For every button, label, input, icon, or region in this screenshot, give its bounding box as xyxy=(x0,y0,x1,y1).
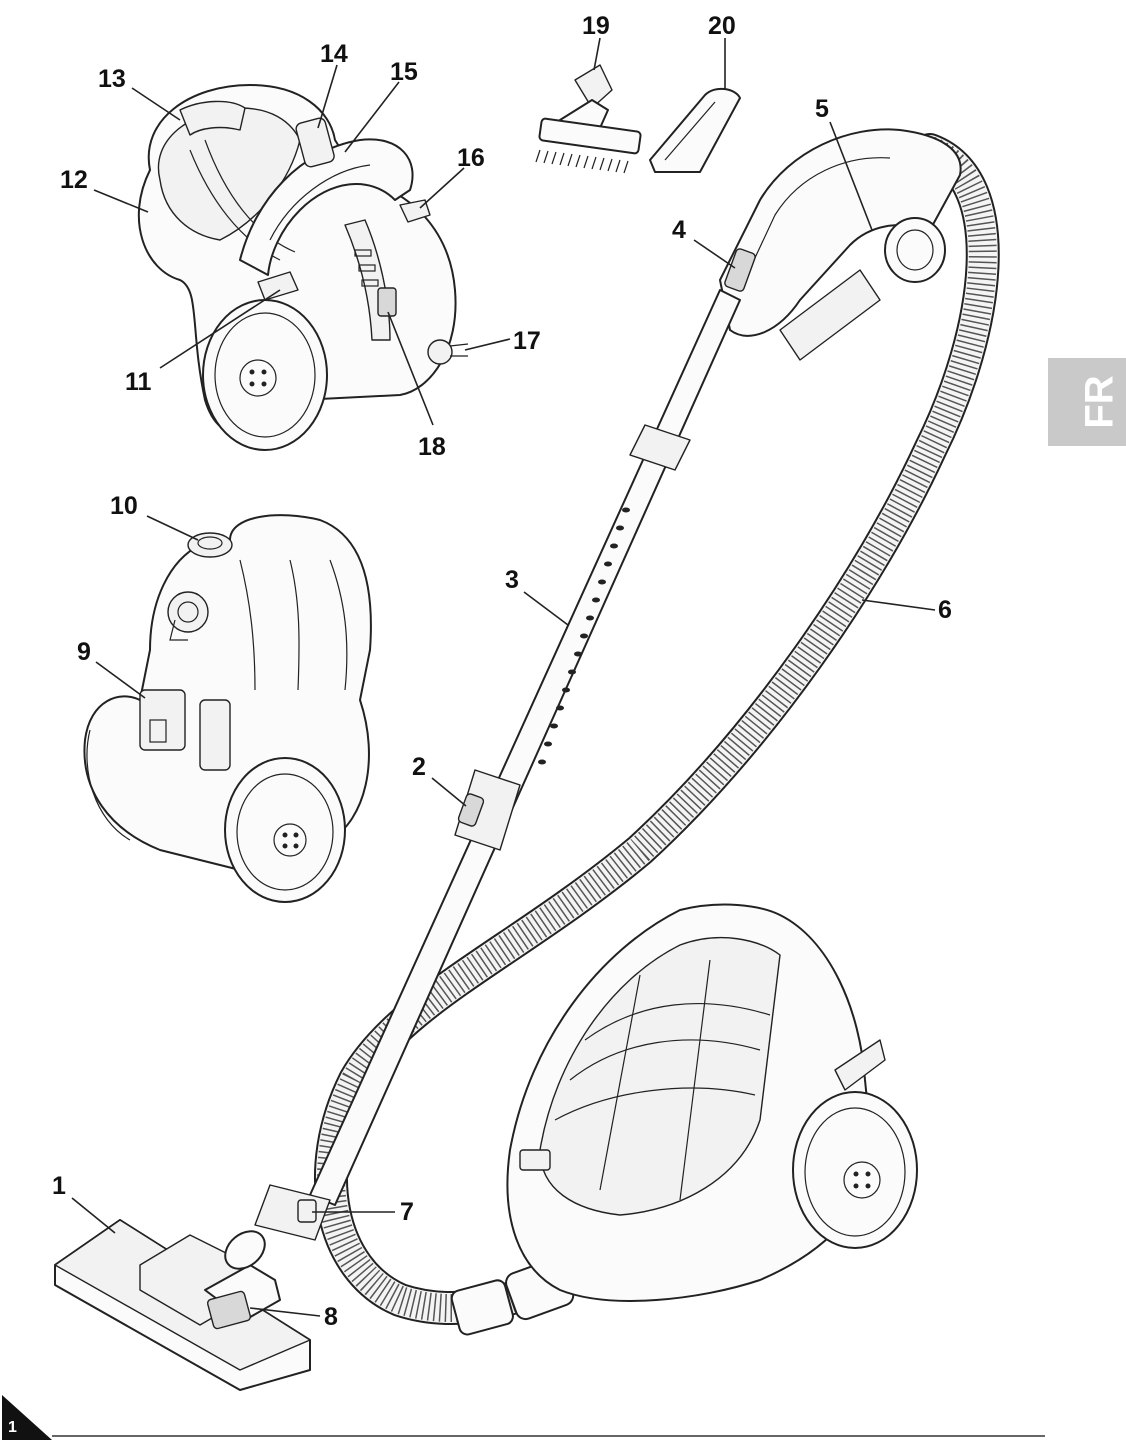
leader-lines xyxy=(71,37,936,1317)
callout-6: 6 xyxy=(938,596,952,624)
callout-13: 13 xyxy=(98,65,126,93)
callout-18: 18 xyxy=(418,433,446,461)
callout-1: 1 xyxy=(52,1172,66,1200)
callout-12: 12 xyxy=(60,166,88,194)
callout-16: 16 xyxy=(457,144,485,172)
figure-badge-number: 1 xyxy=(8,1419,17,1436)
callout-5: 5 xyxy=(815,95,829,123)
callout-11: 11 xyxy=(125,368,152,396)
callout-3: 3 xyxy=(505,566,519,594)
callout-19: 19 xyxy=(582,12,610,40)
callout-2: 2 xyxy=(412,753,426,781)
accessories-illustration xyxy=(535,64,741,174)
canister-body-illustration xyxy=(506,903,918,1302)
callout-17: 17 xyxy=(513,327,541,355)
callout-labels: 1 2 3 4 5 6 7 8 9 10 11 12 13 14 15 16 1… xyxy=(52,12,952,1331)
callout-14: 14 xyxy=(320,40,348,68)
callout-15: 15 xyxy=(390,58,418,86)
hose-illustration xyxy=(313,128,1000,1336)
floor-nozzle-illustration xyxy=(54,1219,311,1391)
callout-7: 7 xyxy=(400,1198,414,1226)
figure-badge: 1 xyxy=(2,1395,52,1440)
vacuum-back-view-illustration xyxy=(83,514,372,903)
language-tab-label: FR xyxy=(1078,375,1122,428)
language-tab: FR xyxy=(1048,358,1126,446)
callout-20: 20 xyxy=(708,12,736,40)
telescopic-tube-illustration xyxy=(254,289,741,1241)
callout-10: 10 xyxy=(110,492,138,520)
callout-4: 4 xyxy=(672,216,686,244)
cyclone-unit-illustration xyxy=(137,84,469,451)
callout-9: 9 xyxy=(77,638,91,666)
callout-8: 8 xyxy=(324,1303,338,1331)
